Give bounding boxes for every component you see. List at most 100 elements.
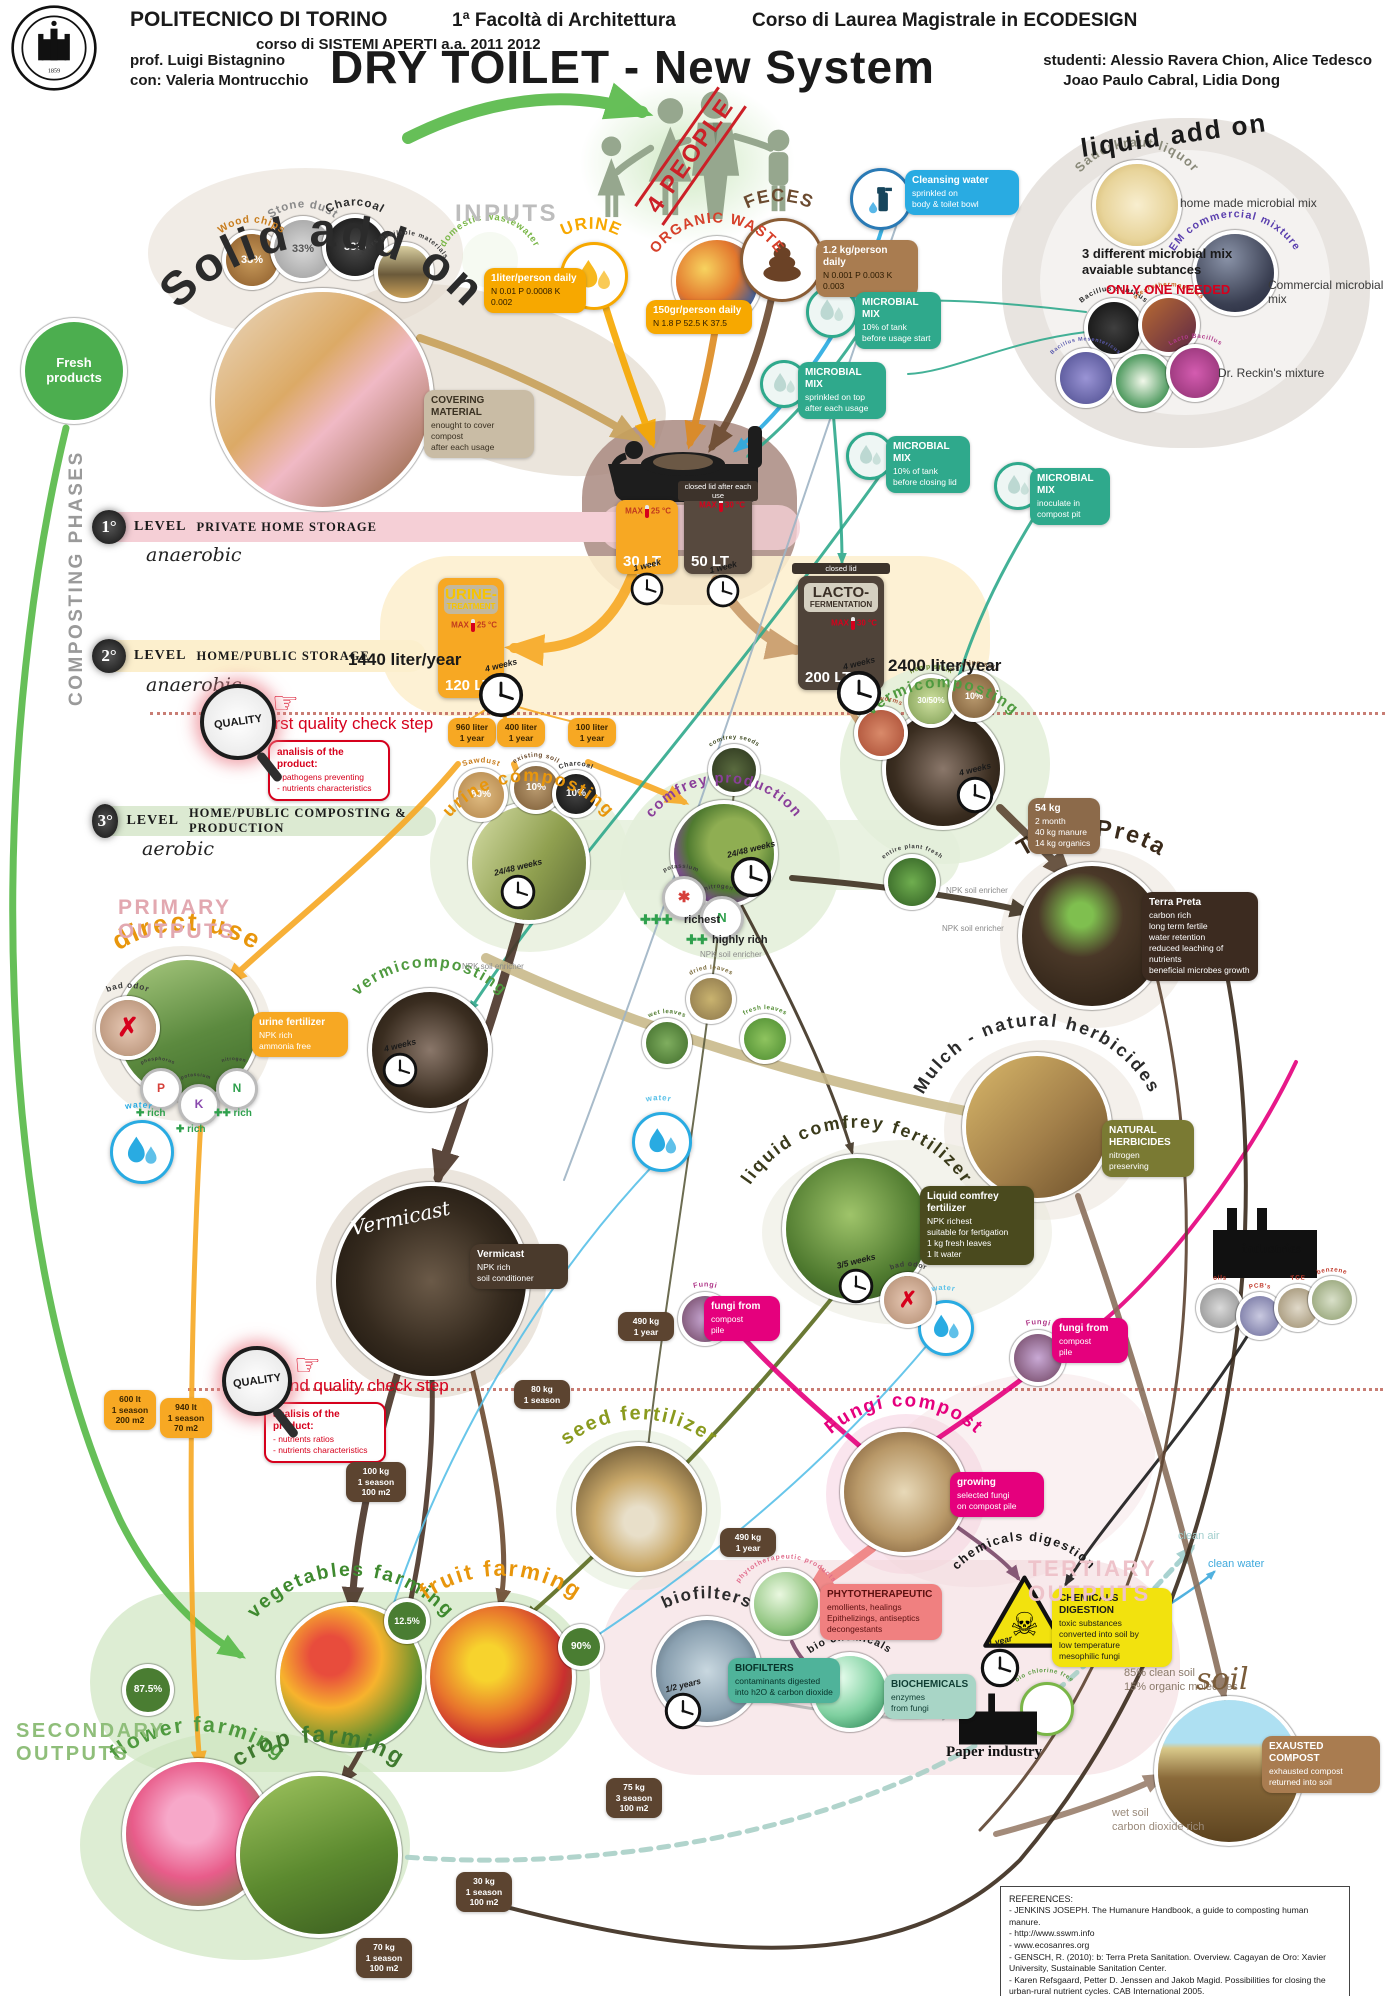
covering-material-box-line: after each usage [431, 442, 495, 453]
potassium-icon-2: K [178, 1084, 220, 1126]
liquid-comfrey-box-line: 1 lt water [927, 1249, 962, 1260]
water-drops-icon [928, 1310, 964, 1346]
clock-icon [836, 670, 882, 716]
composting-phases-title: COMPOSTING PHASES [66, 450, 87, 706]
clock-30lt: 1 week [630, 557, 664, 606]
existing-soil-2: 10% [952, 674, 996, 718]
water-2 [632, 1112, 692, 1172]
tank-30lt-max-label: MAX [625, 506, 643, 516]
clean-air-label: clean air [1178, 1530, 1220, 1542]
wet-soil-label: wet soil carbon dioxide rich [1112, 1807, 1205, 1834]
fungi-compost [844, 1432, 964, 1552]
thermometer-icon [470, 618, 475, 632]
vb-100-kg-line: 100 kg [362, 1466, 390, 1476]
microbial-box-1-line: 10% of tank [862, 322, 907, 332]
biochemicals-box-title: BIOCHEMICALS [891, 1679, 969, 1690]
terra-preta-box-line: long term fertile [1149, 921, 1208, 932]
tank-urine-treatment-plate: URINE-TREATMENT [444, 585, 498, 614]
co-professor: con: Valeria Montrucchio [130, 72, 309, 89]
sawdust-arc-text: Sawdust [461, 755, 502, 768]
water-2-arc-text: water [644, 1093, 673, 1104]
tank-lacto-fermentation-lid: closed lid [792, 563, 890, 574]
tank-urine-treatment-name-2: TREATMENT [446, 602, 496, 611]
soil-title: soil [1196, 1662, 1249, 1697]
quality-stamp-2: QUALITY [222, 1346, 300, 1440]
clock-icon [730, 856, 772, 898]
level-2-band-label: LEVEL [134, 648, 187, 663]
microbial-box-4-title: MICROBIAL MIX [1037, 473, 1094, 496]
home-made-mix-label: home made microbial mix [1180, 196, 1317, 210]
cleansing-water-box-title: Cleansing water [912, 175, 989, 186]
reference-line: - JENKINS JOSEPH. The Humanure Handbook,… [1009, 1905, 1309, 1927]
industries-factory-icon [1213, 1208, 1317, 1278]
54kg-box-title: 54 kg [1035, 803, 1061, 814]
course-year: corso di SISTEMI APERTI a.a. 2011 2012 [256, 36, 541, 53]
clock-urine-treatment: 4 weeks [478, 656, 524, 718]
vb-75-kg-line: 75 kg [623, 1782, 645, 1792]
vb-490-kg-b-line: 1 year [735, 1542, 761, 1553]
liquid-comfrey-box-line: 1 kg fresh leaves [927, 1238, 992, 1249]
bad-odor-1: ✗ [100, 1000, 156, 1056]
first-quality-label: first quality check step [266, 714, 434, 733]
exhausted-compost-box-line: returned into soil [1269, 1777, 1332, 1788]
vb-940-lt-line: 70 m2 [173, 1423, 199, 1434]
biochemicals-box-line: enzymes [891, 1692, 926, 1702]
pollutant-pcbs [1240, 1296, 1280, 1336]
urine-daily-box-title: 1liter/person daily [491, 273, 577, 284]
quality1-box-line: - pathogens preventing [277, 772, 364, 782]
sauerkraut-liquor [1096, 164, 1178, 246]
fungi-from-box-2-line: compost [1059, 1336, 1092, 1346]
badge-12-5: 12.5% [388, 1602, 426, 1640]
natural-herbicides-box-line: nitrogen [1109, 1150, 1140, 1160]
microbial-box-4-line: inoculate in [1037, 498, 1081, 508]
other-materials [378, 246, 430, 298]
comfrey-seeds-arc-text: comfrey seeds [708, 735, 760, 749]
dried-leaves [690, 978, 732, 1020]
fungi-from-box-2-title: fungi from [1059, 1323, 1109, 1334]
vb-490-kg-b-line: 490 kg [734, 1532, 762, 1542]
microbial-box-2-title: MICROBIAL MIX [805, 367, 862, 390]
fungi-from-box-2-line: pile [1059, 1347, 1073, 1358]
fruit-farming [430, 1606, 572, 1748]
politecnico-logo: 1859 [11, 5, 97, 91]
nitrogen-rich: highly rich [712, 934, 768, 946]
fungi-left-arc-text: Fungi [692, 1279, 718, 1290]
vb-940-lt-line: 1 season [167, 1412, 205, 1423]
feces-input [740, 218, 824, 302]
inputs-title: INPUTS [455, 200, 559, 227]
54kg-box-line: 40 kg manure [1035, 827, 1087, 838]
pollutant-oils [1200, 1288, 1240, 1328]
charcoal-2-arc-text: Charcoal [558, 760, 595, 771]
aerobic-3: aerobic [142, 838, 214, 860]
clock-liquid-comfrey: 3/5 weeks [836, 1251, 876, 1304]
badge-90: 90% [562, 1628, 600, 1666]
vb-100-kg-line: 100 m2 [361, 1487, 391, 1498]
arrow-microbial-lacto [830, 396, 847, 565]
wet-leaves-arc-text: wet leaves [646, 1008, 687, 1020]
existing-soil-1: 10% [514, 766, 558, 810]
primary-outputs-title: PRIMARY OUTPUTS [118, 896, 236, 944]
microbial-box-1-line: before usage start [862, 333, 931, 344]
urine-daily-box-line: N 0.01 P 0.0008 K 0.002 [491, 286, 561, 308]
terra-preta-box-line: reduced leaching of nutrients [1149, 943, 1224, 965]
level-1-band-name: PRIVATE HOME STORAGE [196, 519, 377, 534]
microbial-box-2-line: after each usage [805, 403, 869, 414]
terra-preta-box-line: beneficial microbes growth [1149, 965, 1250, 976]
cleansing-water-box-line: body & toilet bowl [912, 199, 979, 210]
quality2-box-line: - nutrients ratios [273, 1434, 334, 1444]
reference-line: - www.ecosanres.org [1009, 1939, 1090, 1950]
seed-fertilizer [576, 1446, 702, 1572]
charcoal-text: 33% [343, 240, 367, 253]
thermometer-icon [850, 616, 855, 630]
